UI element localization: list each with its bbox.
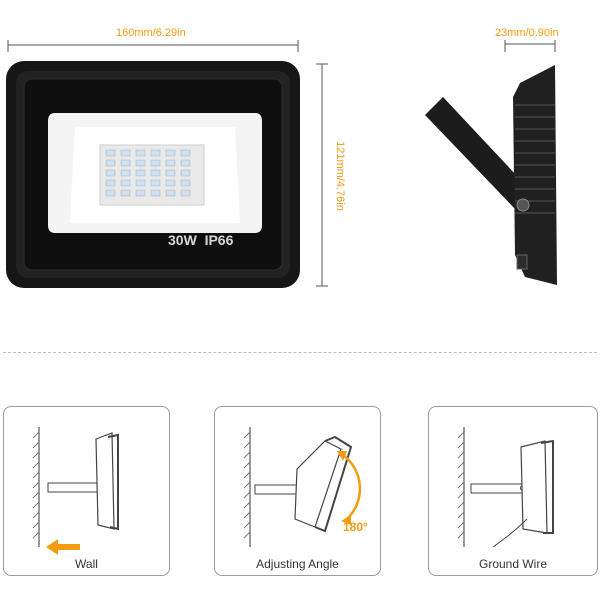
angle-label: 180° xyxy=(343,520,368,534)
panel-caption-adjusting-angle: Adjusting Angle xyxy=(256,557,339,571)
panel-caption-ground-wire: Ground Wire xyxy=(478,557,548,571)
width-dimension-label: 160mm/6.29in xyxy=(116,27,186,39)
wall-mount-illustration xyxy=(32,427,119,547)
floodlight-side-view xyxy=(425,65,557,285)
installation-panel-angle: 180° Adjusting Angle xyxy=(214,406,381,576)
panel-caption-wall: Wall xyxy=(75,557,98,571)
depth-dimension-label: 23mm/0.90in xyxy=(495,27,559,39)
left-arrow-icon xyxy=(46,539,80,555)
floodlight-front-view xyxy=(6,61,300,288)
section-divider xyxy=(3,352,597,353)
led-array xyxy=(105,149,191,197)
rating-label: 30W IP66 xyxy=(168,232,234,248)
installation-panel-wall: Wall xyxy=(3,406,170,576)
height-dimension-label: 121mm/4.76in xyxy=(334,141,346,211)
installation-panel-ground: Ground Wire xyxy=(428,406,598,576)
ground-wire-illustration xyxy=(457,427,554,547)
adjusting-angle-illustration xyxy=(243,427,362,547)
